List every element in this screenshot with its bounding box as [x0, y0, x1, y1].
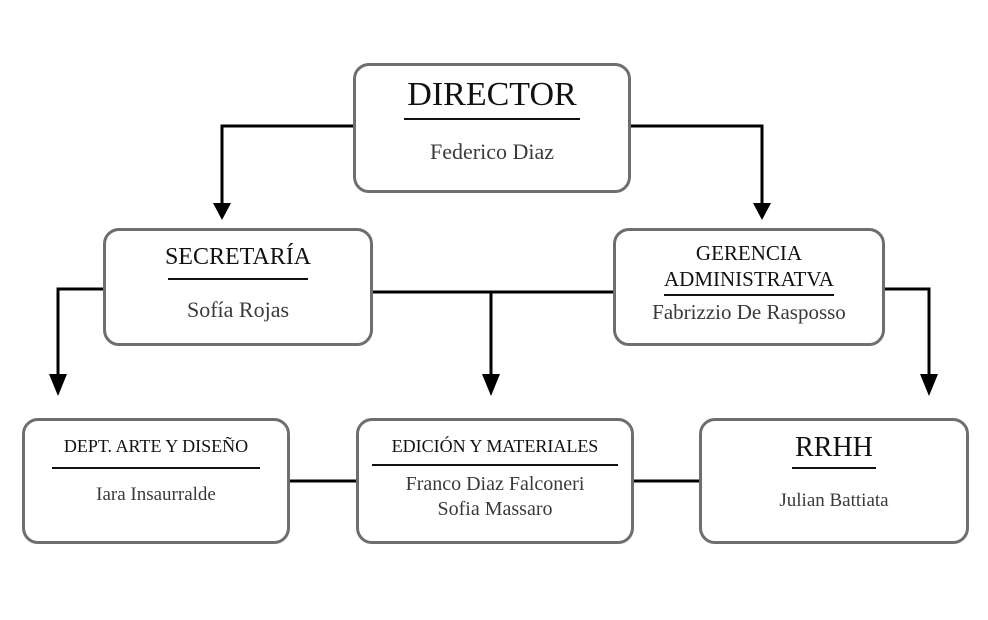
node-director: DIRECTOR Federico Diaz [353, 63, 631, 193]
node-title: SECRETARÍA [164, 244, 312, 270]
person-name: Iara Insaurralde [96, 484, 216, 505]
connector-director-gerencia [631, 124, 764, 205]
title-underline [52, 467, 260, 469]
node-title-line-1: GERENCIA [695, 241, 803, 265]
person-name: Federico Diaz [430, 139, 554, 164]
node-title: EDICIÓN Y MATERIALES [391, 436, 599, 456]
node-secretaria: SECRETARÍA Sofía Rojas [103, 228, 373, 346]
node-title: RRHH [795, 432, 873, 463]
arrowhead-gerencia [753, 203, 771, 220]
title-underline [404, 118, 580, 120]
node-title: DIRECTOR [407, 76, 577, 113]
person-name: Sofía Rojas [186, 297, 290, 322]
person-name: Franco Diaz Falconeri [405, 473, 585, 495]
connector-gerencia-rrhh [885, 287, 931, 375]
connector-director-secretaria [220, 124, 353, 205]
connector-secretaria-arte [56, 287, 103, 375]
node-dept-arte-diseno: DEPT. ARTE Y DISEÑO Iara Insaurralde [22, 418, 290, 544]
title-underline [372, 464, 618, 466]
person-name: Julian Battiata [779, 490, 889, 511]
node-rrhh: RRHH Julian Battiata [699, 418, 969, 544]
title-underline [792, 467, 876, 469]
node-title: GERENCIA ADMINISTRATVA [664, 240, 834, 293]
title-underline [168, 278, 308, 280]
arrowhead-secretaria [213, 203, 231, 220]
person-name: Sofia Massaro [437, 498, 553, 520]
node-edicion-materiales: EDICIÓN Y MATERIALES Franco Diaz Falcone… [356, 418, 634, 544]
node-title: DEPT. ARTE Y DISEÑO [63, 436, 249, 456]
arrowhead-edicion [482, 374, 500, 396]
person-name: Fabrizzio De Rasposso [652, 299, 846, 324]
title-underline [664, 293, 834, 296]
node-title-line-2: ADMINISTRATVA [664, 267, 834, 292]
arrowhead-rrhh [920, 374, 938, 396]
node-gerencia-administrativa: GERENCIA ADMINISTRATVA Fabrizzio De Rasp… [613, 228, 885, 346]
arrowhead-arte [49, 374, 67, 396]
